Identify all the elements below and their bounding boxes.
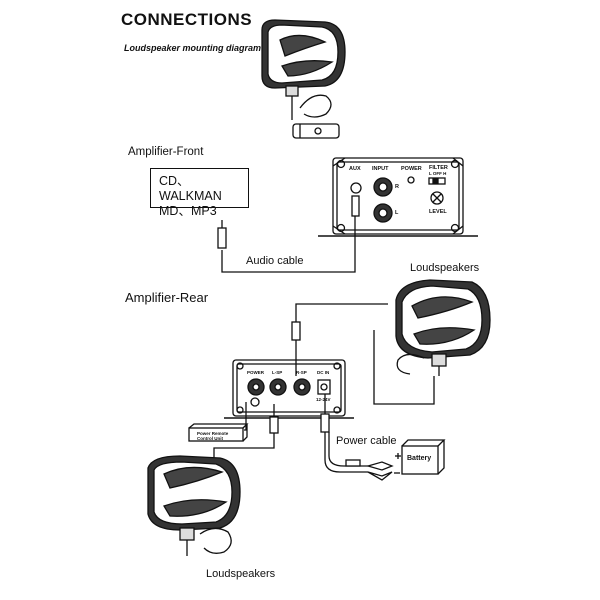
remote-box-line2: Control Unit	[197, 436, 223, 441]
amplifier-front	[318, 157, 478, 237]
rear-power-label: POWER	[247, 370, 265, 375]
speaker-top-mount	[261, 19, 346, 139]
audio-cable-front	[217, 195, 360, 273]
front-l-label: L	[395, 210, 399, 216]
rear-dcin-label: DC IN	[317, 370, 330, 375]
rear-lsp-label: L-SP	[272, 370, 283, 375]
front-power-label: POWER	[401, 166, 422, 172]
front-r-label: R	[395, 184, 399, 190]
page-subtitle: Loudspeaker mounting diagram	[124, 43, 262, 53]
power-cable-label: Power cable	[336, 435, 397, 447]
rear-voltage-label: 12-24V	[316, 397, 331, 402]
source-device-line2: MD、MP3	[159, 204, 217, 218]
source-device-box: CD、WALKMAN MD、MP3	[150, 168, 249, 218]
speaker-bottom-left	[147, 455, 241, 556]
rear-rsp-label: R-SP	[296, 370, 307, 375]
source-device-line1: CD、WALKMAN	[159, 174, 222, 203]
front-filter-label: FILTER	[429, 165, 448, 171]
remote-box-line1: Power Remote	[197, 431, 229, 436]
amplifier-rear-label: Amplifier-Rear	[125, 290, 209, 305]
amplifier-rear	[224, 359, 354, 419]
speaker-right	[395, 279, 491, 376]
front-filter-state: L OFF H	[429, 171, 447, 176]
rear-cables	[188, 303, 446, 481]
page-title: CONNECTIONS	[121, 10, 253, 29]
battery-label: Battery	[407, 455, 432, 462]
audio-cable-label: Audio cable	[246, 255, 304, 267]
amplifier-front-label: Amplifier-Front	[128, 146, 204, 158]
front-level-label: LEVEL	[429, 209, 447, 215]
front-input-label: INPUT	[372, 166, 389, 172]
loudspeakers-top-label: Loudspeakers	[410, 262, 480, 274]
loudspeakers-bottom-label: Loudspeakers	[206, 568, 276, 580]
front-aux-label: AUX	[349, 166, 361, 172]
